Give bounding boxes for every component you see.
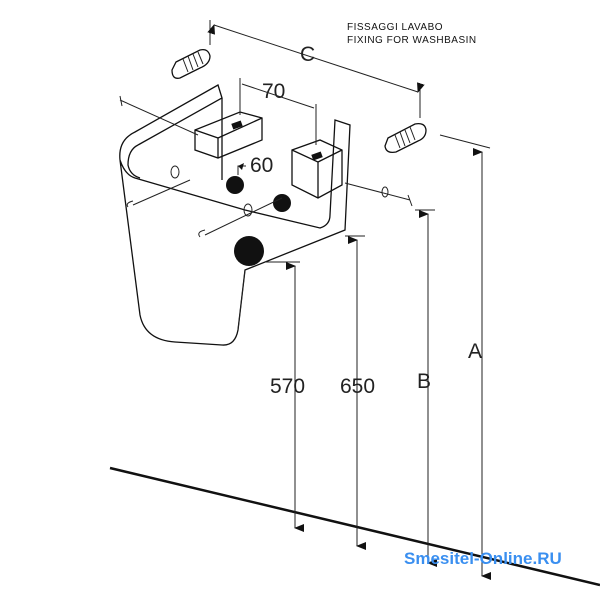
fixing-screws bbox=[119, 95, 413, 238]
supply-hole-left bbox=[226, 176, 244, 194]
note-line-1: FISSAGGI LAVABO bbox=[347, 22, 443, 33]
wall-plug-left bbox=[171, 48, 211, 79]
note-line-2: FIXING FOR WASHBASIN bbox=[347, 35, 477, 46]
dimension-60-label: 60 bbox=[250, 154, 273, 177]
wall-bracket-right bbox=[291, 139, 343, 199]
dimension-b-label: B bbox=[417, 370, 431, 393]
wall-plug-right bbox=[384, 122, 427, 154]
dimension-650-label: 650 bbox=[340, 375, 375, 398]
dimension-a-label: A bbox=[468, 340, 482, 363]
supply-hole-right bbox=[273, 194, 291, 212]
drain-hole bbox=[234, 236, 264, 266]
washbasin bbox=[119, 84, 351, 346]
dimension-70-label: 70 bbox=[262, 80, 285, 103]
watermark: Smesitel-Online.RU bbox=[404, 549, 562, 568]
dimension-c-label: C bbox=[300, 43, 315, 66]
wall-bracket-left bbox=[194, 111, 263, 159]
dimension-570-label: 570 bbox=[270, 375, 305, 398]
